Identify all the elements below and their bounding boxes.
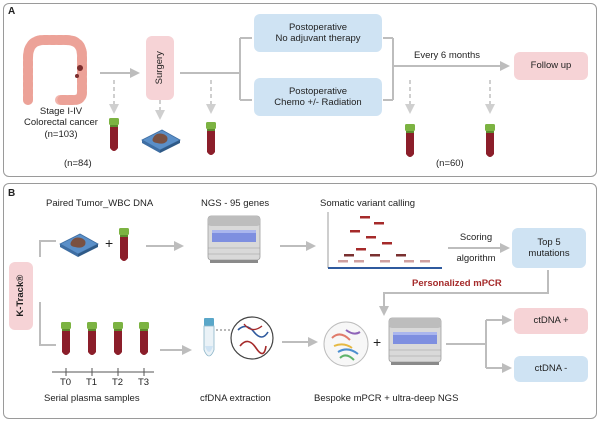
blood-tube-icon: [119, 228, 129, 261]
blood-tube-icon: [206, 122, 216, 155]
ctdna-positive-box: ctDNA +: [514, 308, 588, 334]
n-followup-label: (n=60): [436, 158, 464, 169]
top5-line2: mutations: [528, 248, 570, 259]
postop-no-adjuvant-line1: Postoperative: [288, 21, 348, 33]
timepoint-t2: T2: [112, 377, 124, 388]
plasma-tube-t3: [139, 322, 149, 355]
cfdna-tube-icon: [203, 318, 215, 357]
pcr-mix-icon: [323, 321, 369, 367]
colon-icon: [23, 35, 87, 105]
ktrack-box: K-Track®: [9, 262, 33, 330]
panel-b-label: B: [8, 188, 16, 199]
sequencer-icon: [207, 215, 261, 264]
follow-up-label: Follow up: [530, 60, 572, 72]
plus-sign-2: +: [373, 334, 382, 350]
tissue-slide-icon: [59, 233, 99, 258]
postop-chemo-box: Postoperative Chemo +/- Radiation: [254, 78, 382, 116]
ktrack-bracket-bottom: [39, 302, 56, 346]
cfdna-extraction-label: cfDNA extraction: [200, 393, 271, 404]
timepoint-t0: T0: [60, 377, 72, 388]
ngs-label: NGS - 95 genes: [201, 198, 270, 209]
blood-tube-icon: [405, 124, 415, 157]
bespoke-label: Bespoke mPCR + ultra-deep NGS: [314, 393, 459, 404]
plasma-tube-t0: [61, 322, 71, 355]
postop-chemo-line2: Chemo +/- Radiation: [274, 97, 362, 108]
top5-mutations-box: Top 5 mutations: [512, 228, 586, 268]
timepoint-t3: T3: [138, 377, 150, 388]
sequencer-icon: [388, 317, 442, 366]
scoring-algorithm-label: Scoring algorithm: [446, 232, 506, 265]
cohort-disease: Colorectal cancer: [24, 117, 98, 129]
cohort-stage: Stage I-IV: [39, 106, 83, 117]
patient-cohort-label: Stage I-IV Colorectal cancer (n=103): [22, 106, 100, 140]
cohort-n: (n=103): [44, 128, 78, 140]
blood-tube-icon: [109, 118, 119, 151]
ctdna-negative-box: ctDNA -: [514, 356, 588, 382]
plasma-tube-t2: [113, 322, 123, 355]
interval-label: Every 6 months: [414, 50, 480, 61]
variant-calling-label: Somatic variant calling: [320, 198, 416, 209]
variant-plot-icon: [327, 212, 442, 269]
ktrack-label: K-Track®: [15, 275, 27, 317]
ctdna-negative-label: ctDNA -: [534, 363, 568, 375]
branch-bracket: [239, 37, 252, 101]
timepoint-t1: T1: [86, 377, 98, 388]
n-baseline-label: (n=84): [64, 158, 92, 169]
plasma-tube-t1: [87, 322, 97, 355]
ktrack-bracket-top: [39, 240, 56, 257]
dna-magnifier-icon: [216, 316, 274, 360]
scoring-line1: Scoring: [459, 232, 493, 243]
blood-tube-icon: [485, 124, 495, 157]
top5-line1: Top 5: [537, 236, 561, 248]
tissue-slide-icon: [141, 129, 181, 154]
personalized-mpcr-label: Personalized mPCR: [412, 278, 502, 289]
paired-dna-label: Paired Tumor_WBC DNA: [46, 198, 154, 209]
scoring-line2: algorithm: [456, 253, 496, 265]
postop-no-adjuvant-box: Postoperative No adjuvant therapy: [254, 14, 382, 52]
panel-b: [3, 183, 597, 419]
follow-up-box: Follow up: [514, 52, 588, 80]
postop-no-adjuvant-line2: No adjuvant therapy: [275, 33, 361, 44]
plus-sign-1: +: [105, 235, 114, 251]
serial-plasma-label: Serial plasma samples: [44, 393, 140, 404]
surgery-box: Surgery: [146, 36, 174, 100]
arrow-personalized-mpcr: [379, 270, 549, 316]
postop-chemo-line1: Postoperative: [288, 85, 348, 97]
surgery-label: Surgery: [154, 51, 166, 85]
panel-a-label: A: [8, 6, 16, 17]
ctdna-positive-label: ctDNA +: [533, 315, 569, 327]
